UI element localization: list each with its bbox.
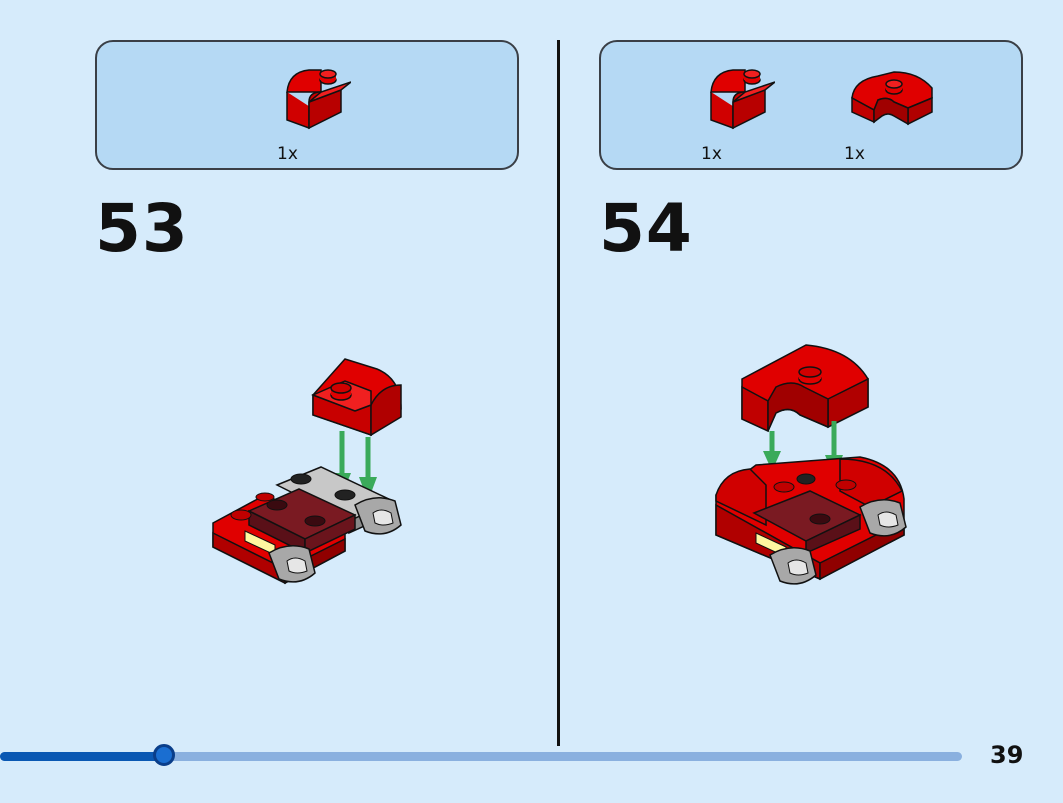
part-item: 1x <box>271 56 361 164</box>
parts-list-step-54: 1x 1x <box>599 40 1023 170</box>
vehicle-base <box>715 456 907 585</box>
part-quantity: 1x <box>701 144 722 164</box>
page-number: 39 <box>990 741 1024 769</box>
red-curved-slope-brick-icon <box>710 69 775 130</box>
parts-list-step-53: 1x <box>95 40 519 170</box>
red-curved-slope-brick-icon <box>286 69 351 130</box>
page-divider <box>557 40 560 746</box>
step-number-53: 53 <box>95 190 189 267</box>
falling-arch-brick <box>741 344 869 433</box>
step-54-assembly-illustration <box>715 344 907 585</box>
step-53-assembly-illustration <box>212 358 402 585</box>
progress-track <box>0 752 962 761</box>
red-arch-brick-icon <box>851 71 933 126</box>
step-number-54: 54 <box>599 190 693 267</box>
part-item: 1x <box>838 56 933 164</box>
falling-curved-brick <box>311 358 402 437</box>
vehicle-base <box>212 466 402 585</box>
part-quantity: 1x <box>277 144 298 164</box>
progress-fill <box>0 752 164 761</box>
part-quantity: 1x <box>844 144 865 164</box>
progress-slider-handle[interactable] <box>153 744 175 766</box>
part-item: 1x <box>695 56 785 164</box>
